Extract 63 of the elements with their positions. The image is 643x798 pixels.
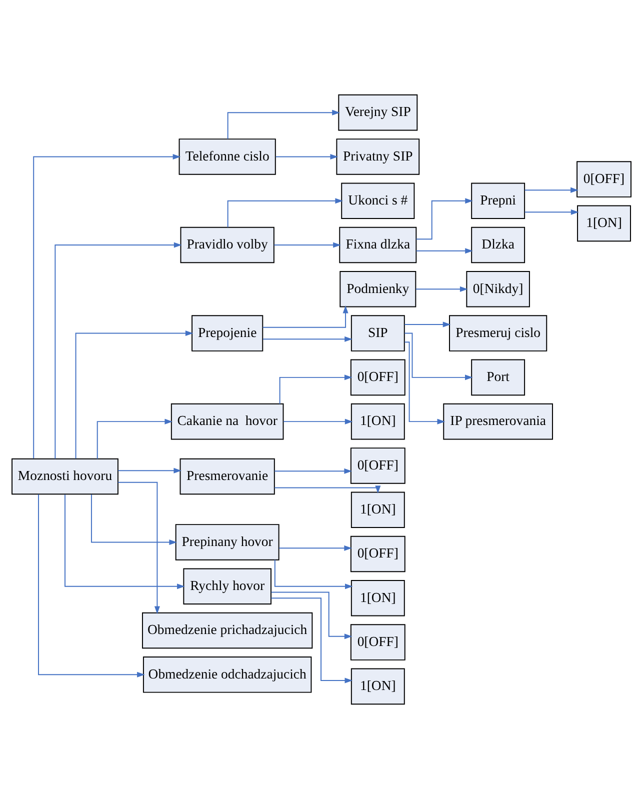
arrow bbox=[96, 418, 173, 459]
node-box: Presmerovanie bbox=[180, 458, 275, 494]
arrow bbox=[270, 597, 353, 683]
node-box: 0[OFF] bbox=[350, 447, 406, 484]
node-box: Fixna dlzka bbox=[339, 226, 417, 263]
node-box: 0[OFF] bbox=[350, 358, 406, 396]
arrow bbox=[416, 248, 473, 254]
arrow bbox=[416, 198, 473, 240]
arrow bbox=[118, 467, 182, 473]
node-box: 1[ON] bbox=[350, 491, 405, 528]
node-box: 1[ON] bbox=[350, 402, 405, 440]
node-box: 0[OFF] bbox=[576, 160, 632, 197]
node-box: 1[ON] bbox=[577, 204, 631, 242]
node-box: Verejny SIP bbox=[338, 94, 418, 130]
arrow bbox=[33, 153, 181, 458]
node-box: 1[ON] bbox=[350, 668, 405, 704]
arrow bbox=[415, 286, 468, 292]
arrow bbox=[275, 153, 338, 159]
node-box: Dlzka bbox=[471, 226, 526, 263]
node-box: 0[OFF] bbox=[350, 624, 406, 660]
arrow bbox=[75, 330, 194, 459]
arrow bbox=[524, 186, 578, 192]
node-box: 0[OFF] bbox=[350, 535, 406, 572]
arrow bbox=[404, 332, 473, 380]
arrow bbox=[262, 304, 348, 328]
node-box: Presmeruj cislo bbox=[449, 314, 548, 351]
node-box: Prepinany hovor bbox=[175, 524, 280, 560]
arrow bbox=[274, 485, 381, 494]
arrow bbox=[227, 109, 340, 140]
arrow bbox=[270, 591, 352, 639]
node-box: Obmedzenie prichadzajucich bbox=[142, 612, 313, 648]
arrow bbox=[118, 481, 160, 614]
node-box: Port bbox=[471, 358, 526, 396]
node-box: Telefonne cislo bbox=[178, 138, 276, 174]
node-box: Pravidlo volby bbox=[180, 226, 274, 263]
arrow bbox=[278, 544, 352, 550]
arrow bbox=[404, 321, 451, 327]
arrow bbox=[38, 493, 145, 677]
node-box: Podmienky bbox=[340, 270, 416, 307]
node-box: IP presmerovania bbox=[443, 402, 553, 440]
arrow bbox=[90, 493, 178, 544]
arrow bbox=[282, 418, 353, 424]
node-box: Ukonci s # bbox=[341, 182, 415, 219]
arrow bbox=[54, 242, 182, 459]
node-box: 0[Nikdy] bbox=[466, 270, 530, 307]
node-box: Privatny SIP bbox=[336, 138, 420, 174]
arrow bbox=[524, 208, 579, 214]
node-box: Cakanie na hovor bbox=[170, 402, 284, 440]
node-box: 1[ON] bbox=[350, 580, 405, 616]
arrow bbox=[274, 468, 352, 474]
node-box: SIP bbox=[350, 314, 405, 351]
arrow bbox=[274, 558, 353, 589]
node-box: Prepni bbox=[471, 182, 526, 219]
node-box: Obmedzenie odchadzajucich bbox=[142, 656, 312, 692]
arrow bbox=[64, 494, 185, 589]
arrow bbox=[227, 198, 344, 228]
arrow bbox=[404, 341, 446, 424]
node-box: Moznosti hovoru bbox=[12, 458, 118, 494]
node-box: Prepojenie bbox=[192, 314, 264, 351]
arrow bbox=[262, 336, 352, 342]
arrow bbox=[279, 374, 352, 404]
node-box: Rychly hovor bbox=[183, 568, 272, 604]
arrow bbox=[274, 242, 341, 248]
